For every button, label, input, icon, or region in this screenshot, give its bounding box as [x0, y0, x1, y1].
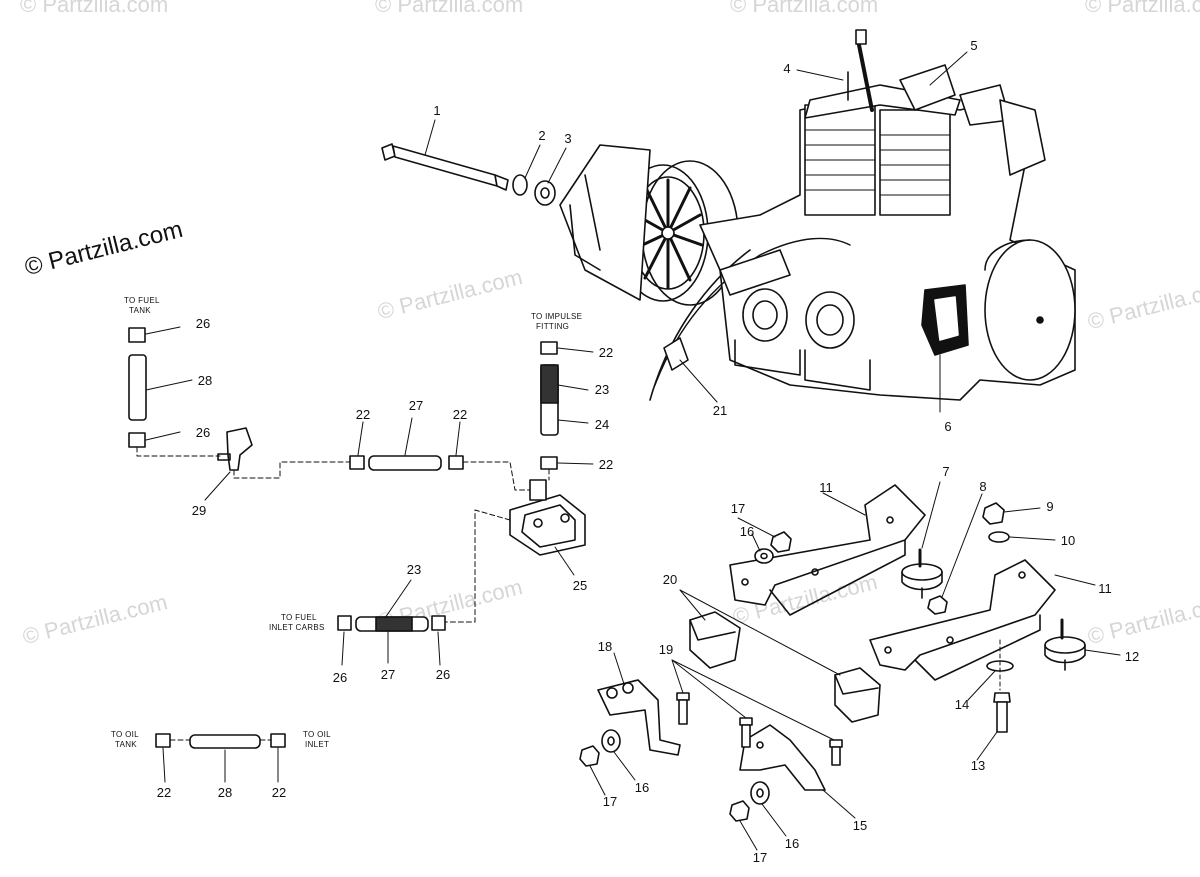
callout-26-d: 26: [436, 667, 450, 682]
oil-line: [155, 733, 286, 749]
part-1-bolt: [381, 143, 509, 191]
callout-16-upper: 16: [740, 524, 754, 539]
note-to-oil-inlet-1: TO OIL: [303, 730, 331, 739]
callout-11-upper: 11: [819, 480, 833, 495]
part-11-mount-bracket-lower: [869, 559, 1056, 681]
part-18-bracket: [597, 679, 681, 756]
callout-10: 10: [1061, 533, 1075, 548]
part-12-rubber-mount: [1044, 618, 1086, 671]
part-19-bolt-a: [676, 692, 690, 725]
part-19-bolt-c: [829, 739, 843, 766]
fuel-line-inlet: [337, 615, 446, 632]
callout-4: 4: [783, 61, 790, 76]
part-20-rubber-pad-b: [834, 667, 881, 723]
callout-19: 19: [659, 642, 673, 657]
callout-17-mid: 17: [603, 794, 617, 809]
callout-1: 1: [433, 103, 440, 118]
part-17-nut-lower: [729, 800, 750, 822]
part-29-fuel-valve: [217, 427, 253, 471]
fuel-line-center: [349, 455, 464, 471]
callout-22-f: 22: [272, 785, 286, 800]
part-19-bolt-b: [739, 717, 753, 748]
part-17-nut-mid: [579, 745, 600, 767]
callout-25: 25: [573, 578, 587, 593]
part-16-washer-upper: [754, 548, 774, 564]
engine-assembly: [559, 29, 1076, 401]
part-15-bracket: [739, 724, 826, 791]
callout-27-a: 27: [409, 398, 423, 413]
callout-28-b: 28: [218, 785, 232, 800]
callout-16-lower: 16: [785, 836, 799, 851]
watermark-top-4: © Partzilla.com: [1085, 0, 1200, 17]
callout-29: 29: [192, 503, 206, 518]
callout-22-c: 22: [599, 345, 613, 360]
callout-15: 15: [853, 818, 867, 833]
callout-17-lower: 17: [753, 850, 767, 865]
callout-22-e: 22: [157, 785, 171, 800]
callout-28-a: 28: [198, 373, 212, 388]
callout-3: 3: [564, 131, 571, 146]
part-16-washer-lower: [750, 781, 770, 805]
callout-23-a: 23: [595, 382, 609, 397]
note-to-oil-tank-1: TO OIL: [111, 730, 139, 739]
callout-22-b: 22: [453, 407, 467, 422]
callout-18: 18: [598, 639, 612, 654]
notes: TO FUEL TANK TO IMPULSE FITTING TO FUEL …: [111, 296, 582, 749]
callout-22-a: 22: [356, 407, 370, 422]
callout-9: 9: [1046, 499, 1053, 514]
fuel-line-tank: [128, 327, 147, 448]
callout-14: 14: [955, 697, 969, 712]
part-10-washer: [988, 531, 1010, 543]
part-25-fuel-pump: [509, 479, 586, 556]
callout-26-c: 26: [333, 670, 347, 685]
watermark-top-3: © Partzilla.com: [730, 0, 879, 17]
part-8-nut: [927, 595, 948, 615]
callout-24: 24: [595, 417, 609, 432]
callout-8: 8: [979, 479, 986, 494]
callout-16-mid: 16: [635, 780, 649, 795]
note-to-fuel-inlet-2: INLET CARBS: [269, 623, 325, 632]
part-17-nut-upper: [770, 531, 792, 553]
callout-26-b: 26: [196, 425, 210, 440]
callout-22-d: 22: [599, 457, 613, 472]
note-to-fuel-tank-1: TO FUEL: [124, 296, 160, 305]
note-to-oil-inlet-2: INLET: [305, 740, 329, 749]
note-to-oil-tank-2: TANK: [115, 740, 137, 749]
note-to-impulse-2: FITTING: [536, 322, 569, 331]
note-to-fuel-inlet-1: TO FUEL: [281, 613, 317, 622]
part-11-mount-bracket-upper: [729, 484, 926, 616]
callout-6: 6: [944, 419, 951, 434]
part-20-rubber-pad-a: [689, 611, 741, 669]
part-2-washer: [512, 174, 528, 196]
watermark-top-2: © Partzilla.com: [375, 0, 524, 17]
impulse-line: [540, 341, 559, 470]
callout-26-a: 26: [196, 316, 210, 331]
callout-13: 13: [971, 758, 985, 773]
callout-20: 20: [663, 572, 677, 587]
part-16-washer-mid: [601, 729, 621, 753]
part-13-bolt: [993, 692, 1011, 733]
callout-11-lower: 11: [1098, 581, 1112, 596]
watermark-top-1: © Partzilla.com: [20, 0, 169, 17]
callout-2: 2: [538, 128, 545, 143]
part-7-rubber-mount: [901, 548, 943, 599]
callout-12: 12: [1125, 649, 1139, 664]
part-9-nut: [982, 502, 1005, 525]
callout-27-b: 27: [381, 667, 395, 682]
callout-23-b: 23: [407, 562, 421, 577]
callout-21: 21: [713, 403, 727, 418]
callout-5: 5: [970, 38, 977, 53]
callouts: 1 2 3 4 5 6 7 8 9 10 11 11 12 13 14 15 1…: [157, 38, 1139, 865]
note-to-fuel-tank-2: TANK: [129, 306, 151, 315]
note-to-impulse-1: TO IMPULSE: [531, 312, 582, 321]
callout-17-upper: 17: [731, 501, 745, 516]
callout-7: 7: [942, 464, 949, 479]
part-3-nut: [534, 180, 556, 206]
